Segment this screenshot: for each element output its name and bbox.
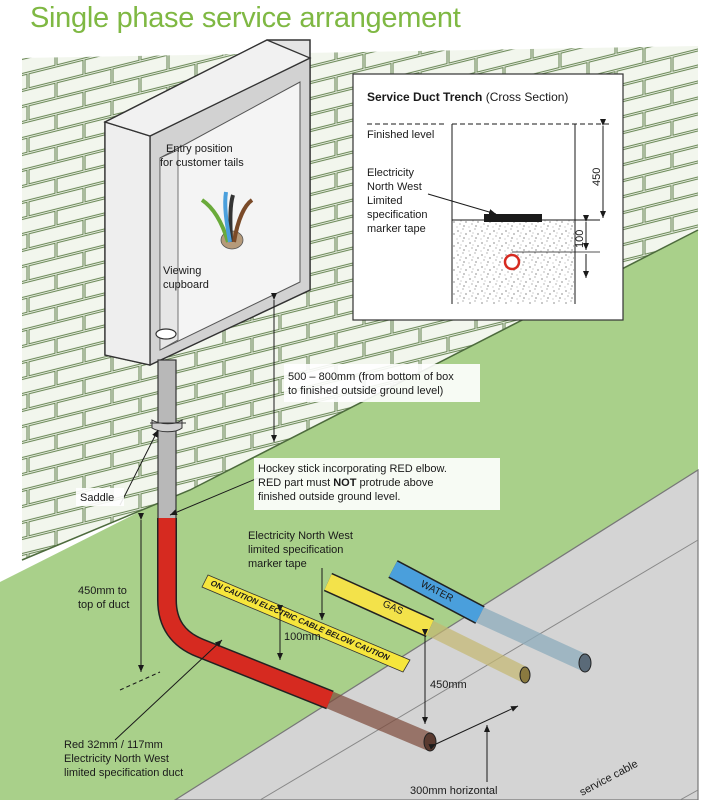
svg-text:Red 32mm / 117mm: Red 32mm / 117mm (64, 739, 163, 751)
dim-450: 450 (591, 168, 603, 186)
inset-marker-tape (484, 214, 542, 222)
svg-text:500 – 800mm (from bottom of bo: 500 – 800mm (from bottom of box (288, 371, 454, 383)
entry-position-label: Entry position for customer tails (160, 143, 244, 169)
finished-level-label: Finished level (367, 129, 434, 141)
dimension-lines (114, 293, 519, 782)
svg-text:Hockey stick incorporating RED: Hockey stick incorporating RED elbow. (258, 463, 447, 475)
cable-entry-icon (155, 328, 177, 340)
inset-duct (503, 253, 521, 271)
svg-text:North West: North West (367, 181, 422, 193)
svg-text:for customer tails: for customer tails (160, 157, 244, 169)
svg-text:specification: specification (367, 209, 428, 221)
customer-tails (200, 191, 254, 250)
buried-duct (326, 691, 434, 751)
svg-text:to finished outside ground lev: to finished outside ground level) (288, 385, 443, 397)
dim-100: 100 (574, 230, 586, 248)
svg-text:limited specification duct: limited specification duct (64, 767, 183, 779)
svg-text:Limited: Limited (367, 195, 402, 207)
svg-text:RED part must NOT protrude abo: RED part must NOT protrude above (258, 477, 433, 489)
svg-text:marker tape: marker tape (248, 558, 307, 570)
svg-text:Saddle: Saddle (80, 492, 114, 504)
grey-conduit (157, 359, 177, 521)
trench-cross-section-inset: Service Duct Trench (Cross Section) Fini… (352, 73, 624, 321)
saddle-clip-icon (150, 418, 186, 433)
svg-text:Electricity: Electricity (367, 167, 415, 179)
hockey-stick-label: Hockey stick incorporating RED elbow. RE… (254, 458, 500, 510)
svg-text:marker tape: marker tape (367, 223, 426, 235)
svg-text:limited specification: limited specification (248, 544, 343, 556)
marker-tape (201, 574, 411, 673)
pipe-depth-label: 450mm (430, 679, 467, 691)
svg-text:Electricity North West: Electricity North West (64, 753, 169, 765)
svg-text:top of duct: top of duct (78, 599, 129, 611)
viewing-cupboard (103, 39, 312, 367)
svg-text:Electricity North West: Electricity North West (248, 530, 353, 542)
tape-depth-label: 100mm (284, 631, 321, 643)
viewing-cupboard-label: Viewing cupboard (163, 265, 209, 291)
svg-text:cupboard: cupboard (163, 279, 209, 291)
page-title: Single phase service arrangement (30, 2, 461, 34)
horizontal-label: 300mm horizontal (410, 785, 497, 797)
box-height-label: 500 – 800mm (from bottom of box to finis… (284, 364, 480, 402)
svg-text:450mm to: 450mm to (78, 585, 127, 597)
svg-text:Entry position: Entry position (166, 143, 233, 155)
inset-title: Service Duct Trench (Cross Section) (367, 90, 568, 104)
saddle-label: Saddle (76, 488, 124, 506)
svg-text:Viewing: Viewing (163, 265, 201, 277)
duct-depth-label: 450mm to top of duct (78, 585, 129, 611)
svg-text:finished outside ground level.: finished outside ground level. (258, 491, 400, 503)
marker-tape-label: Electricity North West limited specifica… (248, 530, 353, 570)
red-duct-label: Red 32mm / 117mm Electricity North West … (64, 739, 183, 779)
